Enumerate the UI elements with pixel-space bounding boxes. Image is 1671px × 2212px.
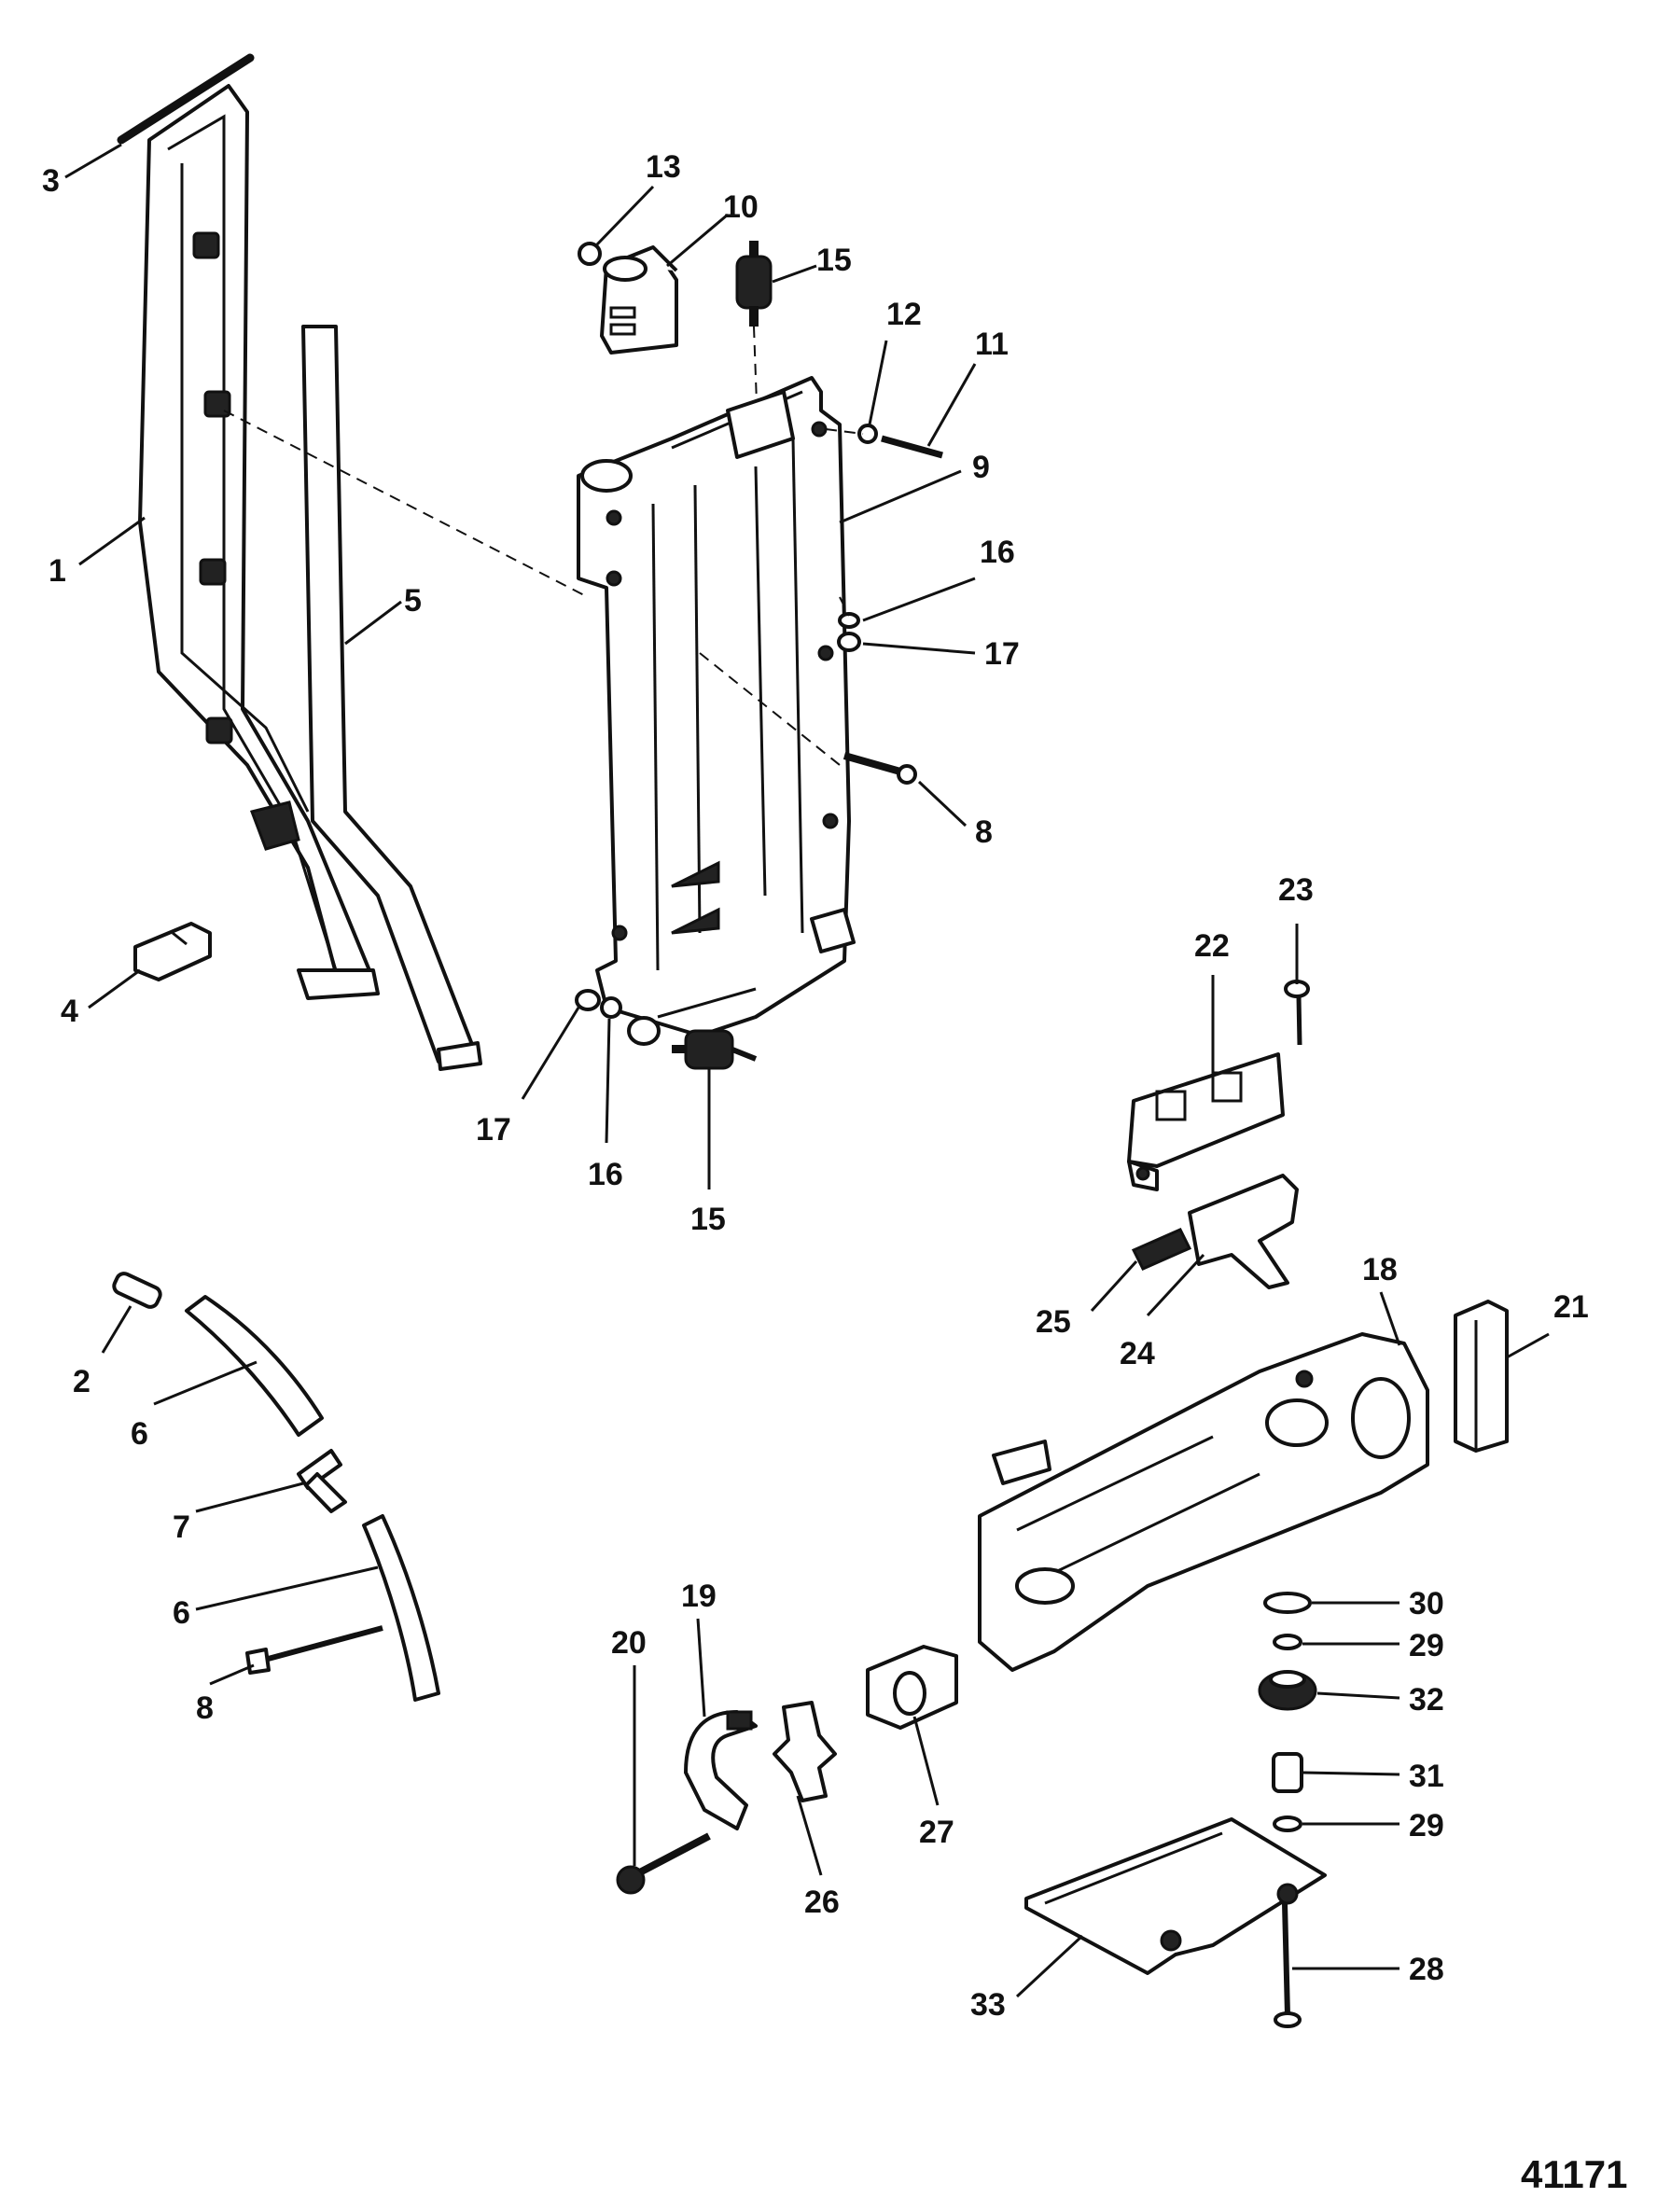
callout-numbers: 3 1 5 4 13 10 15 12 11 9 16 17 8 17 16 1… — [42, 149, 1589, 2023]
callout-33: 33 — [970, 1987, 1006, 2023]
callout-17-left: 17 — [476, 1112, 511, 1148]
callout-30: 30 — [1409, 1586, 1444, 1621]
leader-lines — [64, 143, 1550, 1998]
callout-25: 25 — [1036, 1304, 1071, 1340]
part-16-washer-right — [838, 612, 860, 629]
part-13-washer — [857, 424, 878, 444]
part-5-strip — [301, 325, 482, 1071]
callout-1: 1 — [49, 553, 66, 589]
part-24-latch — [1188, 1174, 1299, 1289]
part-15-lower-mount — [627, 1016, 758, 1070]
part-19-clamp — [684, 1710, 758, 1830]
part-4-block — [133, 922, 212, 981]
callout-16-left: 16 — [588, 1157, 623, 1192]
callout-32: 32 — [1409, 1682, 1444, 1718]
figure-number: 41171 — [1521, 2152, 1627, 2196]
part-25-spring — [1131, 1228, 1192, 1271]
callout-2: 2 — [73, 1364, 91, 1399]
part-27-block — [866, 1645, 958, 1730]
callout-15-upper: 15 — [816, 243, 852, 278]
part-17-nut-left — [575, 989, 601, 1011]
part-20-bolt — [616, 1832, 711, 1895]
callout-22: 22 — [1194, 928, 1230, 964]
callout-27: 27 — [919, 1815, 954, 1850]
callout-19: 19 — [681, 1579, 717, 1614]
callout-21: 21 — [1553, 1289, 1589, 1325]
part-33-plate — [1024, 1817, 1327, 1975]
part-6-hose-upper — [185, 1295, 324, 1437]
part-6-hose-lower — [362, 1514, 440, 1702]
callout-17-right: 17 — [984, 636, 1020, 672]
callout-5: 5 — [404, 583, 422, 619]
part-17-nut-right — [837, 632, 861, 652]
callout-12: 11 — [975, 327, 1009, 362]
part-26-plate — [773, 1701, 837, 1802]
part-3-rod — [117, 53, 255, 145]
callout-29-upper: 29 — [1409, 1628, 1444, 1663]
callout-23: 23 — [1278, 872, 1314, 908]
callout-6-lower: 6 — [173, 1595, 190, 1631]
callout-29-lower: 29 — [1409, 1808, 1444, 1843]
callout-9: 9 — [972, 450, 990, 485]
part-28-bolt — [1274, 1902, 1302, 2028]
part-15-upper-mount — [735, 241, 773, 430]
part-10-bolt — [842, 752, 917, 785]
callout-3: 3 — [42, 163, 60, 199]
part-22-housing — [1127, 1052, 1285, 1191]
callout-31: 31 — [1409, 1759, 1444, 1794]
part-9-mounting-plate — [577, 376, 856, 1037]
callout-28: 28 — [1409, 1952, 1444, 1987]
callout-26: 26 — [804, 1885, 840, 1920]
callout-10: 8 — [975, 814, 993, 850]
callout-8: 8 — [196, 1690, 214, 1726]
callout-15-lower: 15 — [690, 1202, 726, 1237]
part-8-cable-tie — [245, 1625, 383, 1675]
part-31-sleeve — [1272, 1752, 1303, 1793]
part-12-bolt — [825, 428, 943, 459]
callout-20: 20 — [611, 1625, 647, 1661]
part-11-clamp — [600, 245, 678, 355]
part-30-washer — [1263, 1592, 1312, 1614]
callout-6-upper: 6 — [131, 1416, 148, 1452]
part-32-grommet — [1258, 1670, 1317, 1711]
part-1-channel-bracket — [138, 84, 380, 1000]
part-7-tee-fitting — [297, 1449, 347, 1513]
part-18-arm — [978, 1332, 1429, 1672]
callout-11: 10 — [723, 189, 759, 225]
part-29-washer-lower — [1273, 1816, 1302, 1832]
part-14-nut — [578, 242, 602, 266]
callout-4: 4 — [61, 994, 78, 1029]
part-2-fitting — [112, 1272, 162, 1309]
assembly-lines — [223, 410, 850, 766]
part-21-block — [1454, 1300, 1509, 1453]
callout-16-right: 16 — [980, 535, 1015, 570]
part-16-washer-left — [600, 996, 622, 1019]
callout-24: 24 — [1120, 1336, 1155, 1371]
callout-7: 7 — [173, 1509, 190, 1545]
part-29-washer-upper — [1273, 1634, 1302, 1650]
callout-13: 12 — [886, 297, 922, 332]
part-23-screw — [1284, 980, 1310, 1046]
callout-14: 13 — [646, 149, 681, 185]
callout-18: 18 — [1362, 1252, 1398, 1287]
